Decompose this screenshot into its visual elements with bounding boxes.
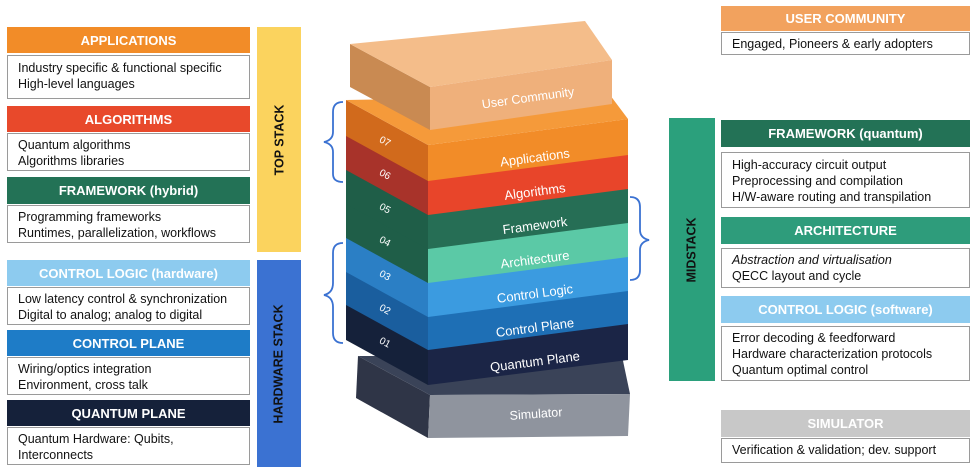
- framework-hybrid-body: Programming frameworks Runtimes, paralle…: [7, 205, 250, 243]
- layer-front-face-01: [428, 322, 628, 385]
- quantum-plane-line-1: Quantum Hardware: Qubits,: [18, 432, 174, 446]
- hardware-stack-label: HARDWARE STACK: [272, 303, 286, 424]
- quantum-plane-body: Quantum Hardware: Qubits, Interconnects: [7, 427, 250, 465]
- hardware-stack-brace: [323, 242, 344, 344]
- layer-left-face-02: [346, 270, 428, 350]
- control-logic-software-line-1: Error decoding & feedforward: [732, 331, 896, 345]
- layer-left-face-01: [346, 303, 428, 385]
- framework-hybrid-line-2: Runtimes, parallelization, workflows: [18, 226, 216, 240]
- quantum-plane-line-2: Interconnects: [18, 448, 94, 462]
- layer-left-face-03: [346, 236, 428, 317]
- top-stack-bar: TOP STACK: [257, 27, 301, 252]
- control-plane-line-2: Environment, cross talk: [18, 378, 148, 392]
- control-logic-software-line-3: Quantum optimal control: [732, 363, 869, 377]
- user-community-body: Engaged, Pioneers & early adopters: [721, 32, 970, 55]
- control-logic-software-body: Error decoding & feedforward Hardware ch…: [721, 326, 970, 381]
- layer-number-07: 07: [377, 135, 392, 150]
- framework-hybrid-header: FRAMEWORK (hybrid): [7, 177, 250, 204]
- user-community-line-1: Engaged, Pioneers & early adopters: [732, 37, 933, 51]
- layer-left-face-04: [346, 202, 428, 283]
- layer-left-face-05: [346, 168, 428, 249]
- layer-front-face-04: [428, 221, 628, 283]
- layer-number-06: 06: [377, 168, 392, 183]
- applications-line-1: Industry specific & functional specific: [18, 61, 222, 75]
- control-logic-hardware-line-2: Digital to analog; analog to digital: [18, 308, 203, 322]
- framework-hybrid-line-1: Programming frameworks: [18, 210, 162, 224]
- control-logic-hardware-header: CONTROL LOGIC (hardware): [7, 260, 250, 286]
- layer-front-face-02: [428, 289, 628, 350]
- midstack-label: MIDSTACK: [685, 216, 700, 283]
- top-stack-brace: [323, 101, 344, 183]
- layer-left-face-06: [346, 134, 428, 215]
- control-logic-software-header: CONTROL LOGIC (software): [721, 296, 970, 323]
- user-community-header: USER COMMUNITY: [721, 6, 970, 31]
- applications-line-2: High-level languages: [18, 77, 135, 91]
- layer-number-03: 03: [377, 269, 392, 284]
- simulator-body: Verification & validation; dev. support: [721, 438, 970, 463]
- layer-number-05: 05: [377, 202, 392, 217]
- quantum-stack-diagram: Simulator User Community 07 06 05 04 03 …: [323, 21, 650, 438]
- applications-header: APPLICATIONS: [7, 27, 250, 53]
- control-plane-line-1: Wiring/optics integration: [18, 362, 152, 376]
- framework-quantum-body: High-accuracy circuit output Preprocessi…: [721, 152, 970, 208]
- layer-number-02: 02: [377, 303, 392, 318]
- control-logic-hardware-line-1: Low latency control & synchronization: [18, 292, 228, 306]
- midstack-brace: [629, 196, 650, 281]
- architecture-line-2: QECC layout and cycle: [732, 269, 862, 283]
- layer-front-face-06: [428, 153, 628, 215]
- simulator-line-1: Verification & validation; dev. support: [732, 443, 937, 457]
- control-logic-hardware-body: Low latency control & synchronization Di…: [7, 287, 250, 325]
- layer-number-04: 04: [377, 235, 392, 250]
- quantum-plane-header: QUANTUM PLANE: [7, 400, 250, 426]
- algorithms-line-1: Quantum algorithms: [18, 138, 131, 152]
- architecture-body: Abstraction and virtualisation QECC layo…: [721, 248, 970, 288]
- control-plane-body: Wiring/optics integration Environment, c…: [7, 357, 250, 395]
- simulator-header: SIMULATOR: [721, 410, 970, 437]
- hardware-stack-bar: HARDWARE STACK: [257, 260, 301, 467]
- algorithms-header: ALGORITHMS: [7, 106, 250, 132]
- architecture-line-1: Abstraction and virtualisation: [732, 253, 892, 267]
- layer-number-01: 01: [377, 336, 392, 351]
- layer-front-face-03: [428, 255, 628, 317]
- architecture-header: ARCHITECTURE: [721, 217, 970, 244]
- control-logic-software-line-2: Hardware characterization protocols: [732, 347, 933, 361]
- midstack-bar: MIDSTACK: [669, 118, 715, 381]
- framework-quantum-line-3: H/W-aware routing and transpilation: [732, 190, 932, 204]
- algorithms-line-2: Algorithms libraries: [18, 154, 125, 168]
- framework-quantum-header: FRAMEWORK (quantum): [721, 120, 970, 147]
- layer-left-face-07: [346, 100, 428, 181]
- user-community-slab: [350, 21, 612, 130]
- simulator-layer-label: Simulator: [509, 405, 563, 423]
- applications-body: Industry specific & functional specific …: [7, 55, 250, 99]
- control-plane-header: CONTROL PLANE: [7, 330, 250, 356]
- algorithms-body: Quantum algorithms Algorithms libraries: [7, 133, 250, 171]
- framework-quantum-line-2: Preprocessing and compilation: [732, 174, 903, 188]
- layer-front-face-05: [428, 187, 628, 249]
- framework-quantum-line-1: High-accuracy circuit output: [732, 158, 887, 172]
- top-stack-label: TOP STACK: [272, 104, 286, 175]
- layer-front-face-07: [428, 119, 628, 181]
